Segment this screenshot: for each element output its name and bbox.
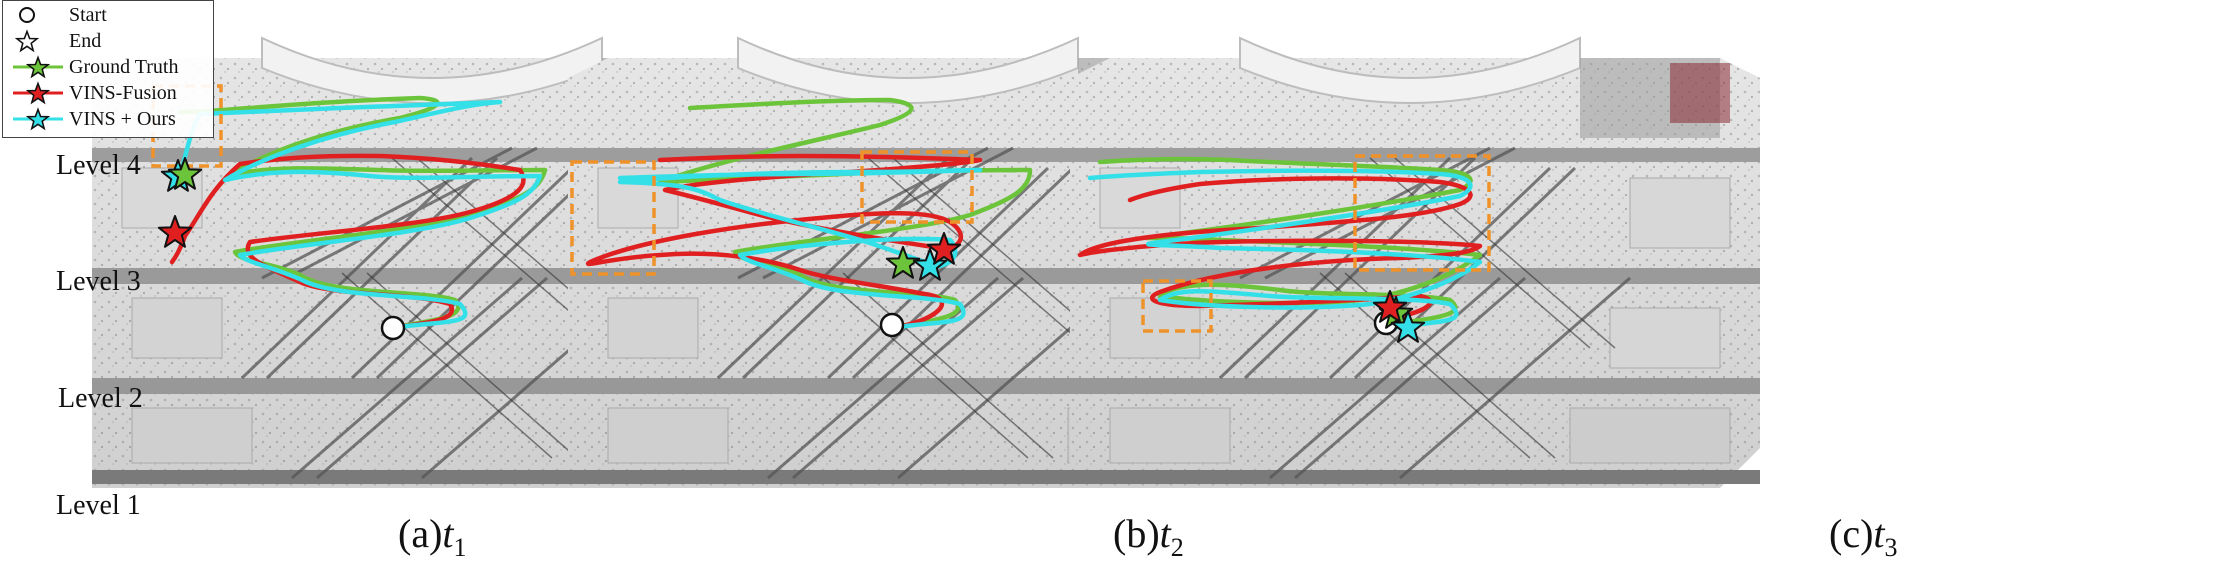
legend-item-start: Start: [3, 3, 213, 27]
highlight-box-b1: [570, 160, 656, 276]
legend-start-circle-icon: [19, 7, 35, 23]
start-marker-b: [879, 312, 905, 338]
traj-vins-ours-b: [617, 167, 983, 331]
caption-c-sub: 3: [1884, 533, 1898, 562]
legend-item-ground-truth: Ground Truth: [3, 55, 213, 79]
legend-ground-truth-star-icon: [13, 55, 63, 79]
legend-item-vins-ours: VINS + Ours: [3, 107, 213, 131]
legend-vins-ours-star-icon: [13, 107, 63, 131]
legend-vins-fusion-star-icon: [13, 81, 63, 105]
caption-panel-a: (a)t1: [398, 510, 467, 563]
legend-label-vins-ours: VINS + Ours: [69, 108, 176, 130]
caption-c-label: (c): [1829, 511, 1874, 556]
highlight-box-c2: [1141, 279, 1213, 333]
traj-ground-truth-a: [177, 95, 548, 331]
level-label-3: Level 3: [56, 266, 141, 297]
level-label-1: Level 1: [56, 490, 141, 521]
legend-item-vins-fusion: VINS-Fusion: [3, 81, 213, 105]
caption-panel-c: (c)t3: [1829, 510, 1898, 563]
level-label-2: Level 2: [58, 383, 143, 414]
caption-b-label: (b): [1113, 511, 1160, 556]
caption-a-var: t: [442, 511, 454, 556]
caption-c-var: t: [1873, 511, 1885, 556]
legend-label-end: End: [69, 30, 102, 52]
traj-vins-ours-a: [177, 99, 543, 331]
legend: Start End Ground Truth VINS-Fusion VINS …: [2, 0, 214, 138]
panel-b: [566, 36, 1260, 490]
panel-a: [90, 36, 784, 490]
start-marker-a: [380, 315, 406, 341]
highlight-box-c1: [1353, 154, 1491, 272]
caption-b-sub: 2: [1170, 533, 1184, 562]
legend-end-star-icon: [14, 29, 40, 53]
legend-label-start: Start: [69, 4, 107, 26]
building-scan-c: [1068, 36, 1762, 490]
panel-c: [1068, 36, 1762, 490]
caption-b-var: t: [1159, 511, 1171, 556]
legend-label-ground-truth: Ground Truth: [69, 56, 179, 78]
caption-panel-b: (b)t2: [1113, 510, 1184, 563]
caption-a-label: (a): [398, 511, 443, 556]
level-label-4: Level 4: [56, 150, 141, 181]
legend-item-end: End: [3, 29, 213, 53]
traj-ground-truth-c: [1097, 156, 1483, 328]
traj-vins-ours-c: [1087, 168, 1483, 331]
legend-label-vins-fusion: VINS-Fusion: [69, 82, 177, 104]
highlight-box-b2: [860, 150, 974, 224]
caption-a-sub: 1: [453, 533, 467, 562]
